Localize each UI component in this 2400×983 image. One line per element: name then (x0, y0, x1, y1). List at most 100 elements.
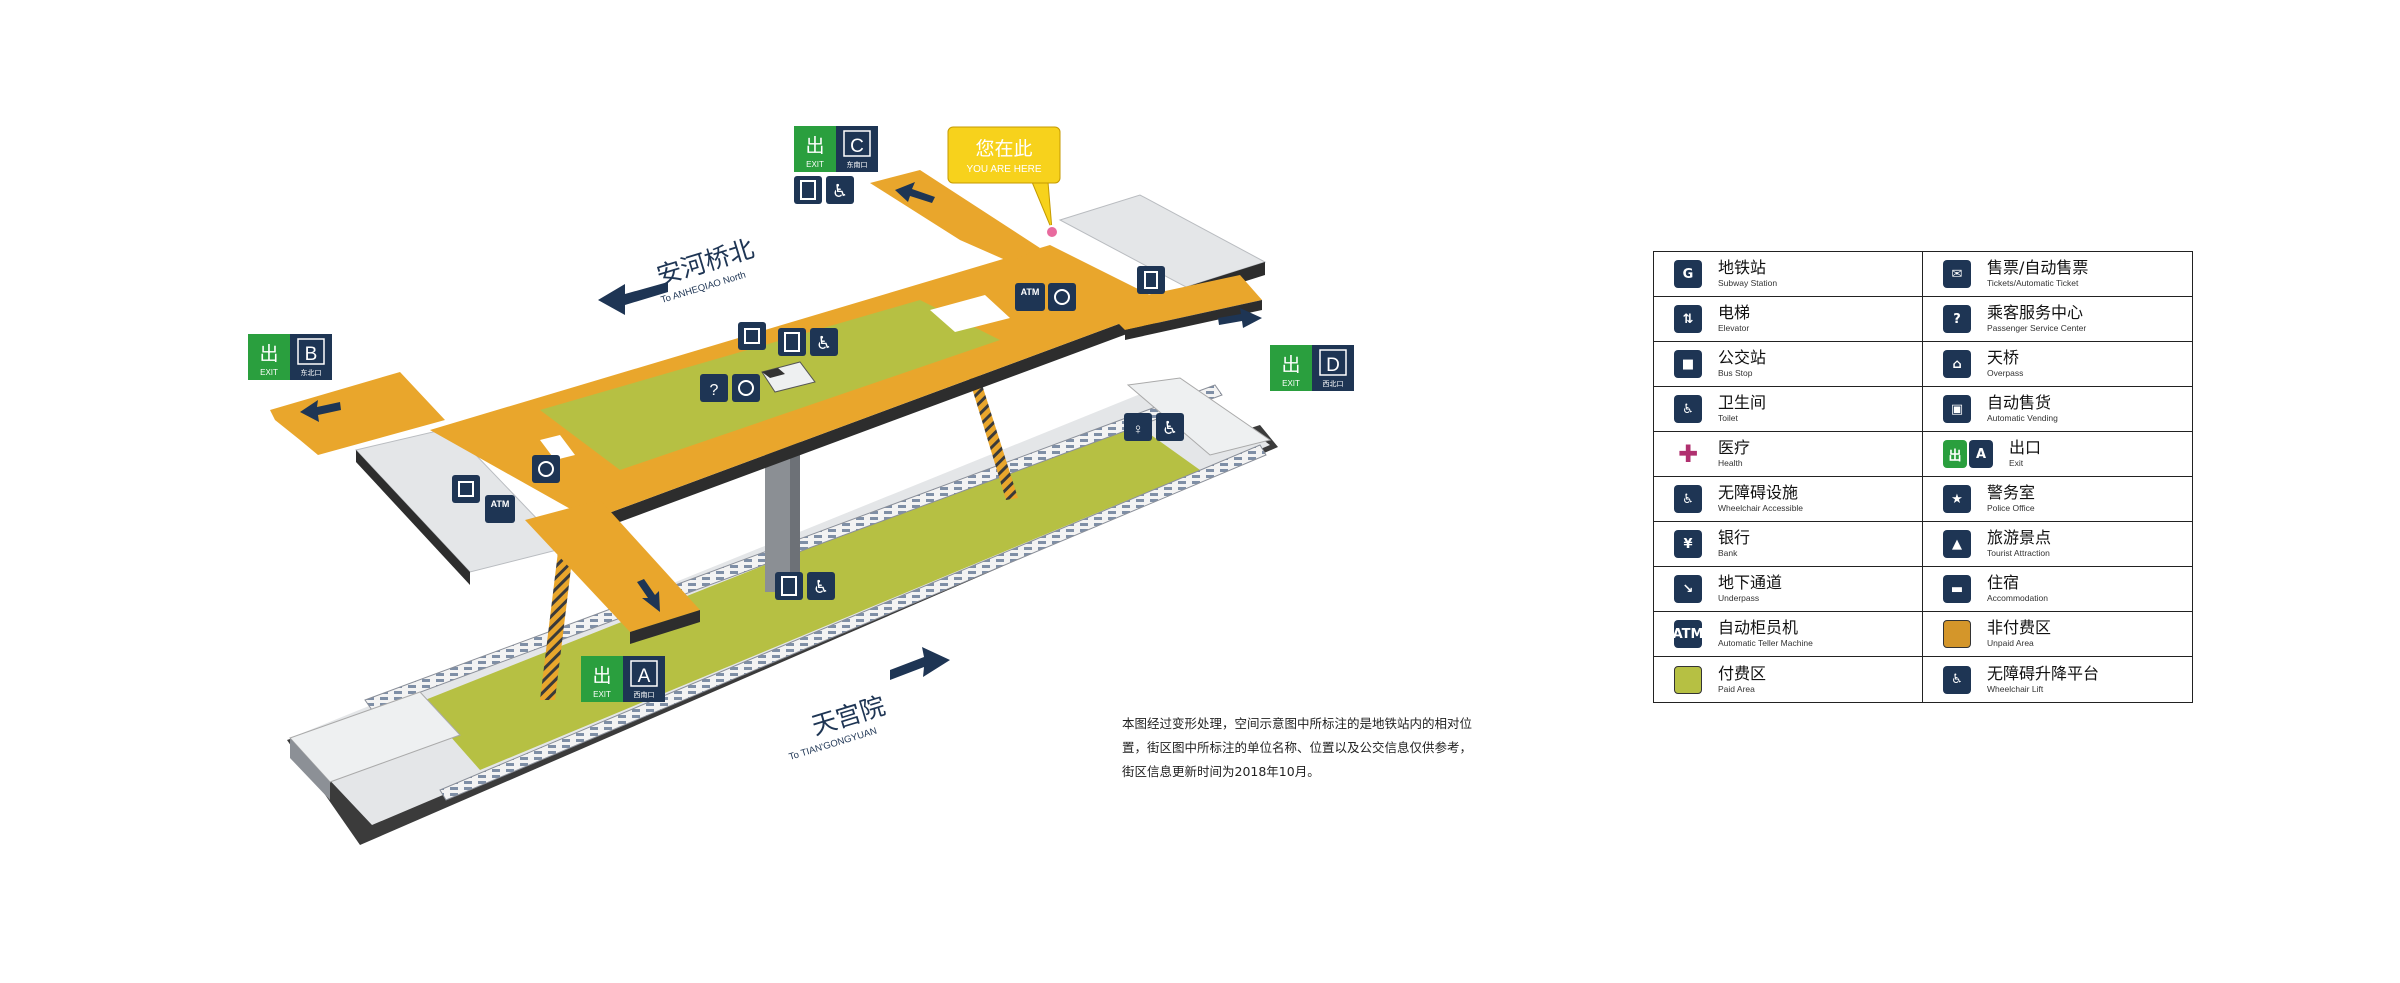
svg-text:A: A (638, 666, 651, 687)
atm-icon (1015, 283, 1045, 311)
legend-label-en: Accommodation (1987, 593, 2048, 604)
legend-label-cn: 警务室 (1987, 483, 2036, 503)
service-center-icon: ? (1943, 305, 1971, 333)
arrow-exit-d (1218, 308, 1262, 328)
stairs-left[interactable] (540, 535, 575, 700)
concourse-level (270, 170, 1267, 644)
legend-label-en: Bank (1718, 548, 1738, 559)
arrow-exit-c (895, 182, 935, 203)
tourist-icon: ▲ (1943, 530, 1971, 558)
svg-text:♿: ♿ (813, 577, 829, 597)
atm-icon (485, 495, 515, 523)
exit-sign-d[interactable]: 出 EXIT D 西北口 (1270, 345, 1354, 391)
legend-label-en: Bus Stop (1718, 368, 1753, 379)
legend-label-en: Police Office (1987, 503, 2035, 514)
stairs-right[interactable] (968, 372, 1018, 500)
ticket-machine-icon: ✉ (1943, 260, 1971, 288)
legend-label-en: Automatic Teller Machine (1718, 638, 1813, 649)
atm-label: ATM (491, 499, 510, 509)
legend-label-en: Underpass (1718, 593, 1760, 604)
svg-text:♿: ♿ (816, 333, 832, 353)
legend-label-cn: 出口 (2009, 438, 2042, 458)
svg-text:东北口: 东北口 (301, 368, 322, 377)
legend-label-cn: 医疗 (1718, 438, 1751, 458)
exit-letter-icon: A (1969, 440, 1993, 468)
wheelchair-icon: ♿ (810, 328, 838, 356)
svg-text:出: 出 (1281, 354, 1300, 376)
svg-text:EXIT: EXIT (806, 160, 824, 169)
svg-text:西北口: 西北口 (1323, 380, 1344, 388)
arrow-exit-b (300, 400, 341, 422)
unpaid-area-swatch (1943, 620, 1971, 648)
legend-label-en: Tickets/Automatic Ticket (1987, 278, 2079, 289)
ticket-machine-icon (732, 374, 760, 402)
toilet-icon: ♀ (1124, 413, 1152, 441)
atm-icon: ATM (1673, 620, 1703, 648)
toilet-icon: ♿ (1674, 395, 1702, 423)
atm-label: ATM (1021, 287, 1040, 297)
you-are-here-en: YOU ARE HERE (966, 164, 1041, 175)
wheelchair-lift-icon: ♿ (1943, 665, 1971, 694)
legend-label-cn: 无障碍升降平台 (1987, 663, 2100, 683)
direction-arrow-south (890, 647, 950, 680)
direction-arrow-north (598, 282, 668, 315)
wheelchair-icon: ♿ (1674, 485, 1702, 513)
legend-label-cn: 地铁站 (1718, 258, 1767, 278)
service-center-icon: ? (700, 374, 728, 402)
svg-text:EXIT: EXIT (260, 368, 278, 377)
legend-label-cn: 旅游景点 (1987, 528, 2052, 548)
you-are-here-cn: 您在此 (975, 138, 1032, 160)
legend-label-en: Elevator (1718, 323, 1750, 334)
exit-sign-b[interactable]: 出 EXIT B 东北口 (248, 334, 332, 380)
svg-text:D: D (1326, 355, 1340, 376)
legend-label-cn: 付费区 (1718, 663, 1767, 683)
svg-text:EXIT: EXIT (1282, 379, 1300, 388)
elevator-icon (778, 328, 806, 356)
ticket-machine-icon (532, 455, 560, 483)
legend-label-cn: 公交站 (1718, 348, 1767, 368)
wheelchair-icon: ♿ (807, 572, 835, 600)
bank-icon: ¥ (1674, 530, 1702, 558)
exit-sign-c[interactable]: 出 EXIT C 东南口 (794, 126, 878, 172)
underpass-icon: ↘ (1674, 575, 1702, 603)
legend-label-en: Wheelchair Lift (1987, 683, 2044, 694)
health-icon: ✚ (1674, 440, 1702, 468)
svg-text:?: ? (710, 382, 719, 399)
svg-text:西南口: 西南口 (634, 690, 655, 699)
bus-icon: ■ (1674, 350, 1702, 378)
svg-text:♿: ♿ (832, 181, 848, 201)
vending-icon (452, 475, 480, 503)
legend-label-cn: 自动柜员机 (1718, 618, 1799, 638)
exit-sign-a[interactable]: 出 EXIT A 西南口 (581, 656, 665, 702)
svg-text:B: B (305, 344, 318, 365)
police-icon (1137, 266, 1165, 294)
svg-text:出: 出 (259, 343, 278, 365)
legend-label-en: Unpaid Area (1987, 638, 2034, 649)
paid-area-swatch (1674, 665, 1702, 694)
legend-label-cn: 天桥 (1987, 348, 2020, 368)
svg-text:出: 出 (592, 665, 611, 687)
svg-text:东南口: 东南口 (847, 160, 868, 169)
legend-label-cn: 非付费区 (1987, 618, 2052, 638)
legend-label-en: Overpass (1987, 368, 2024, 379)
legend-label-en: Tourist Attraction (1987, 548, 2050, 559)
wheelchair-icon: ♿ (826, 176, 854, 204)
